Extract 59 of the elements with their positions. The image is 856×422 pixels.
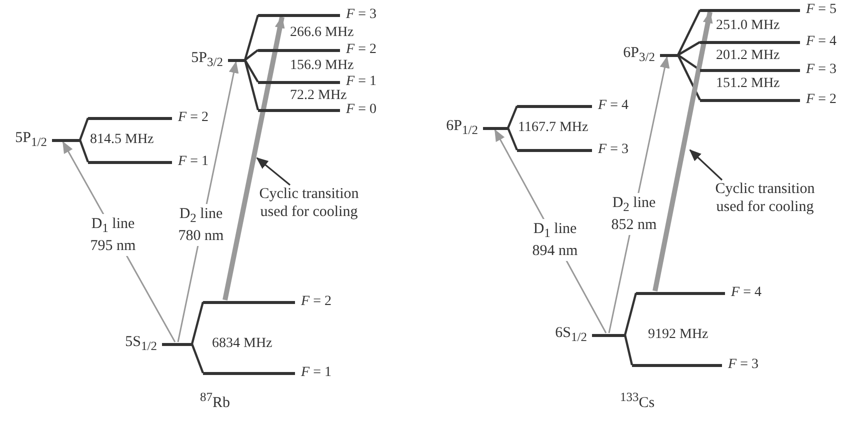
- level-label: F = 0: [346, 103, 376, 117]
- edge-label: D$_{1}$ line 894 nm: [530, 219, 580, 261]
- level-label: F = 2: [301, 295, 332, 309]
- level-label: 5P$_{1/2}$: [15, 130, 47, 150]
- isotope-label: $^{133}$Cs: [620, 389, 655, 412]
- isotope-label: $^{87}$Rb: [200, 389, 230, 412]
- level-label: 5S$_{1/2}$: [125, 334, 157, 354]
- splitting-line: [244, 60, 260, 110]
- splitting-label: 6834 MHz: [212, 337, 272, 351]
- edge-label: D$_{1}$ line 795 nm: [88, 214, 138, 256]
- annotation-text: Cyclic transition used for cooling: [250, 185, 368, 221]
- splitting-label: 1167.7 MHz: [518, 121, 588, 135]
- level-label: 6P$_{3/2}$: [623, 45, 655, 65]
- transition-arrow: [652, 11, 713, 292]
- splitting-label: 251.0 MHz: [716, 19, 780, 33]
- level-label: F = 3: [806, 63, 836, 77]
- splitting-line: [244, 49, 259, 61]
- splitting-label: 266.6 MHz: [290, 26, 354, 40]
- splitting-line: [78, 140, 90, 162]
- edge-label: D$_{2}$ line 780 nm: [176, 204, 226, 246]
- level-label: 5P$_{3/2}$: [191, 50, 223, 70]
- splitting-line: [677, 54, 701, 100]
- level-label: 6P$_{1/2}$: [446, 118, 478, 138]
- splitting-line: [78, 118, 90, 140]
- level-label: F = 1: [178, 155, 208, 169]
- transition-arrow: [222, 16, 285, 300]
- level-label: F = 3: [728, 358, 758, 372]
- splitting-label: 151.2 MHz: [716, 77, 780, 91]
- splitting-line: [244, 59, 259, 83]
- edge-label: D$_{2}$ line 852 nm: [609, 193, 659, 235]
- level-label: F = 1: [346, 75, 376, 89]
- level-label: F = 4: [806, 35, 836, 49]
- level-label: 6S$_{1/2}$: [555, 325, 587, 345]
- level-label: F = 2: [806, 93, 836, 107]
- level-label: F = 4: [731, 286, 762, 300]
- level-label: F = 3: [598, 143, 628, 157]
- splitting-line: [624, 334, 634, 366]
- leader-line: [689, 149, 723, 181]
- splitting-label: 72.2 MHz: [290, 89, 347, 103]
- annotation-text: Cyclic transition used for cooling: [706, 180, 824, 216]
- splitting-line: [506, 106, 518, 128]
- splitting-label: 9192 MHz: [648, 328, 708, 342]
- level-label: F = 5: [806, 3, 836, 17]
- splitting-label: 201.2 MHz: [716, 49, 780, 63]
- level-label: F = 4: [598, 99, 628, 113]
- splitting-label: 156.9 MHz: [290, 59, 354, 73]
- splitting-label: 814.5 MHz: [90, 133, 154, 147]
- level-label: F = 1: [301, 366, 332, 380]
- splitting-line: [190, 344, 204, 374]
- level-label: F = 3: [346, 8, 376, 22]
- level-label: F = 2: [178, 111, 208, 125]
- splitting-line: [506, 128, 518, 150]
- splitting-line: [190, 302, 204, 344]
- splitting-line: [677, 10, 701, 56]
- splitting-line: [624, 292, 638, 336]
- leader-line: [256, 157, 290, 186]
- level-label: F = 2: [346, 43, 376, 57]
- splitting-line: [677, 41, 701, 56]
- splitting-line: [244, 14, 260, 60]
